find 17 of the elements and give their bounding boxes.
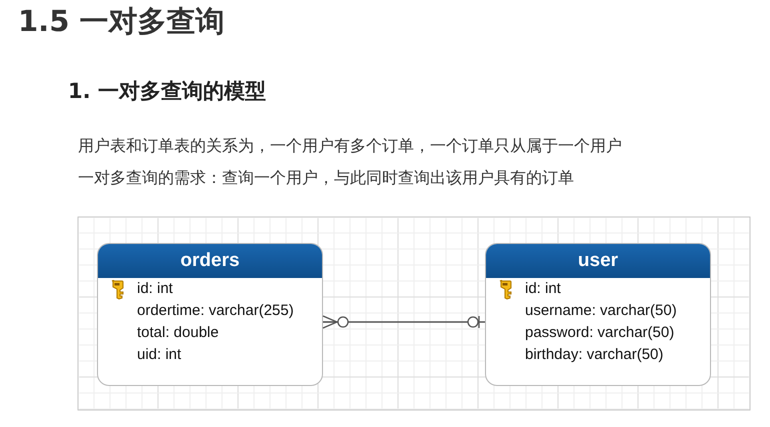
table-name: user [486, 244, 710, 278]
paragraph-text: 用户表和订单表的关系为，一个用户有多个订单，一个订单只从属于一个用户 [78, 136, 622, 157]
section-heading: 1. 一对多查询的模型 [68, 78, 266, 105]
field-label: password: varchar(50) [525, 324, 674, 342]
field-label: total: double [137, 324, 219, 342]
paragraph-text: 一对多查询的需求：查询一个用户，与此同时查询出该用户具有的订单 [78, 168, 574, 189]
table-name: orders [98, 244, 322, 278]
page-heading: 1.5 一对多查询 [18, 3, 224, 40]
relationship-line [322, 315, 485, 329]
field-label: ordertime: varchar(255) [137, 302, 294, 320]
field-label: username: varchar(50) [525, 302, 677, 320]
field-label: id: int [137, 280, 173, 298]
field-label: uid: int [137, 346, 182, 364]
field-label: id: int [525, 280, 561, 298]
field-label: birthday: varchar(50) [525, 346, 664, 364]
entity-table [97, 243, 323, 386]
entity-table [485, 243, 711, 386]
